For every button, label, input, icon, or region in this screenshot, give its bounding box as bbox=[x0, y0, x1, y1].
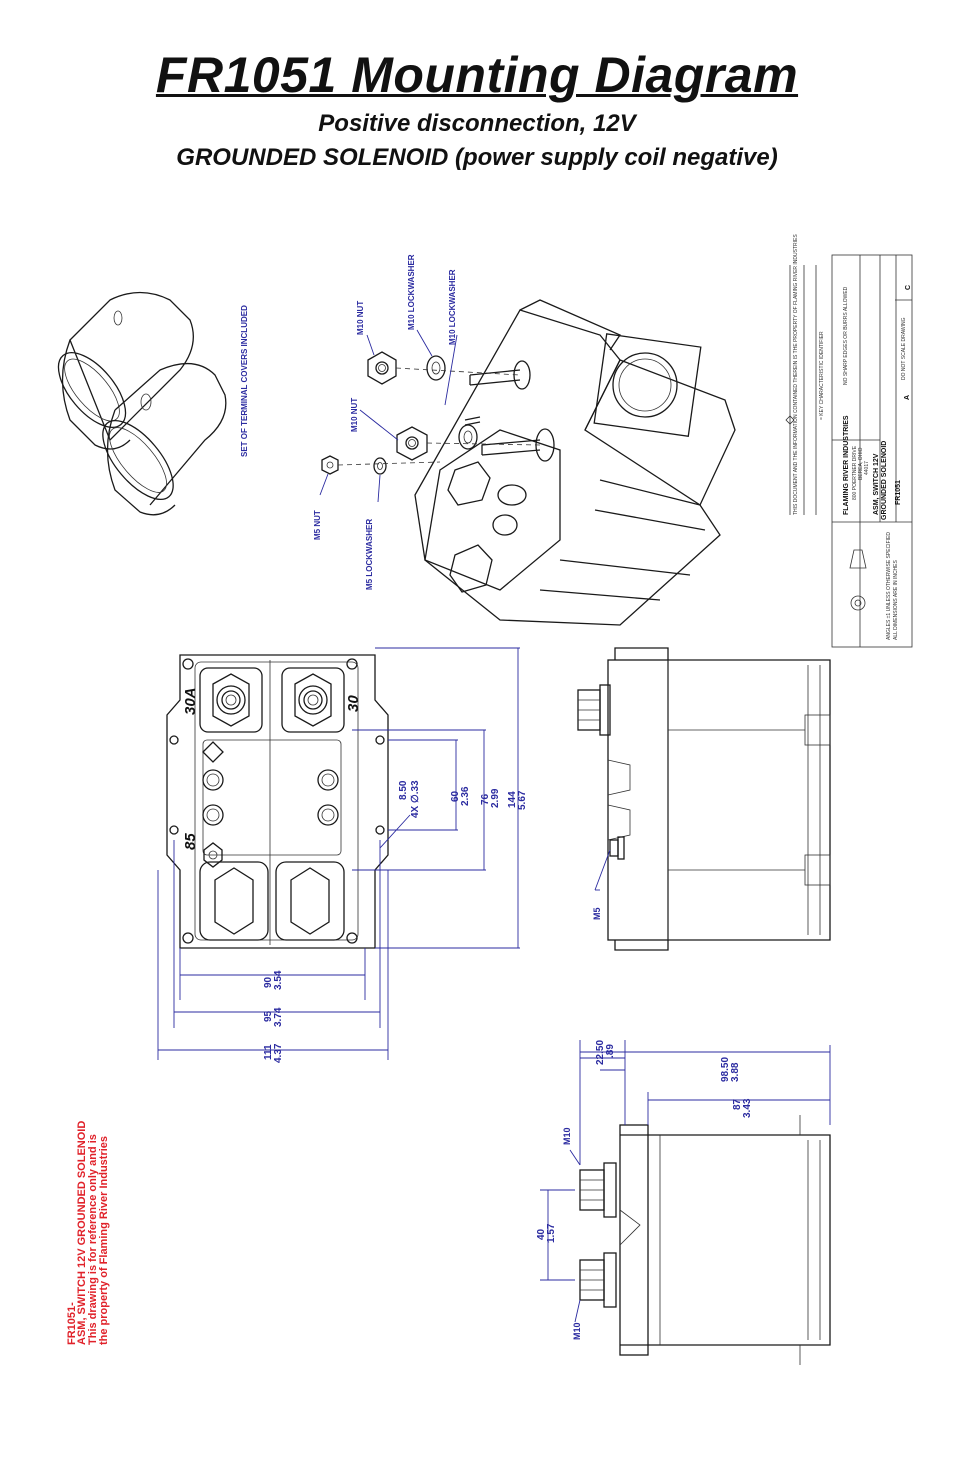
dim-hole-imperial: 4X ∅.33 bbox=[410, 780, 421, 818]
tb-dimensions-note: ALL DIMENSIONS ARE IN INCHES bbox=[893, 560, 899, 640]
page-subtitle: Positive disconnection, 12V bbox=[318, 110, 636, 137]
top-view-dimension-lines bbox=[157, 647, 520, 1060]
footer-part: FR1051- bbox=[66, 1302, 78, 1345]
terminal-30 bbox=[281, 667, 345, 733]
tb-tolerance: ANGLES ±1 UNLESS OTHERWISE SPECIFIED bbox=[886, 532, 892, 640]
dim-111-metric: 111 bbox=[263, 1044, 274, 1060]
part-label: M10 LOCKWASHER bbox=[407, 254, 416, 330]
hardware-m10-nut-upper bbox=[367, 351, 397, 385]
end-view bbox=[540, 1040, 831, 1365]
tb-address: 800 POERTNER DRIVE bbox=[852, 445, 858, 500]
tb-address: BEREA, OHIO bbox=[858, 447, 864, 480]
tb-revision: A bbox=[904, 395, 911, 400]
tb-description: ASM, SWITCH 12V bbox=[873, 453, 880, 515]
dim-40-metric: 40 bbox=[536, 1228, 547, 1240]
footer-description: ASM, SWITCH 12V GROUNDED SOLENOID bbox=[76, 1121, 88, 1345]
dim-60-metric: 60 bbox=[450, 790, 461, 802]
dim-40-imperial: 1.57 bbox=[546, 1223, 557, 1243]
side-m5-label: M5 bbox=[592, 907, 602, 920]
end-m10-label: M10 bbox=[562, 1127, 572, 1145]
tb-property: THIS DOCUMENT AND THE INFORMATION CONTAI… bbox=[793, 234, 799, 515]
part-label: M10 NUT bbox=[356, 301, 365, 335]
dim-90-metric: 90 bbox=[263, 976, 274, 988]
dim-144-metric: 144 bbox=[507, 791, 518, 808]
tb-key-note: = KEY CHARACTERISTIC IDENTIFIER bbox=[819, 331, 825, 420]
dim-22-imperial: .89 bbox=[605, 1044, 616, 1058]
page-title: FR1051 Mounting Diagram bbox=[155, 47, 799, 103]
hardware-m5-nut bbox=[321, 455, 339, 475]
dim-111-imperial: 4.37 bbox=[273, 1043, 284, 1063]
tb-no-burrs: NO SHARP EDGES OR BURRS ALLOWED bbox=[843, 286, 849, 385]
dim-98-metric: 98.50 bbox=[720, 1057, 731, 1082]
hardware-m10-nut-lower bbox=[396, 426, 428, 461]
dim-95-imperial: 3.74 bbox=[273, 1007, 284, 1027]
footer-note: This drawing is for reference only and i… bbox=[87, 1134, 99, 1345]
part-label: M10 NUT bbox=[350, 398, 359, 432]
dim-98-imperial: 3.88 bbox=[730, 1062, 741, 1082]
tb-size: C bbox=[905, 285, 912, 290]
tb-do-not-scale: DO NOT SCALE DRAWING bbox=[901, 317, 907, 380]
side-view bbox=[577, 647, 831, 951]
hardware-m5-lockwasher bbox=[373, 457, 387, 475]
dim-76-metric: 76 bbox=[480, 793, 491, 805]
terminal-label-30a: 30A bbox=[182, 687, 199, 715]
solenoid-isometric bbox=[414, 299, 736, 626]
part-label: M10 LOCKWASHER bbox=[448, 269, 457, 345]
terminal-covers bbox=[57, 291, 227, 516]
tb-part-no: FR1051 bbox=[895, 480, 902, 505]
terminal-30a bbox=[199, 667, 263, 733]
part-label: M5 LOCKWASHER bbox=[365, 519, 374, 590]
dim-144-imperial: 5.67 bbox=[517, 790, 528, 810]
dim-hole-metric: 8.50 bbox=[398, 780, 409, 800]
page-subtitle-2: GROUNDED SOLENOID (power supply coil neg… bbox=[176, 144, 778, 171]
terminal-label-85: 85 bbox=[182, 833, 199, 850]
dim-90-imperial: 3.54 bbox=[273, 970, 284, 990]
dim-95-metric: 95 bbox=[263, 1010, 274, 1022]
terminal-85 bbox=[203, 842, 223, 868]
dim-76-imperial: 2.99 bbox=[490, 788, 501, 808]
hardware-m10-lockwasher-upper bbox=[426, 355, 446, 381]
dim-87-imperial: 3.43 bbox=[742, 1098, 753, 1118]
end-m10-label-2: M10 bbox=[572, 1322, 582, 1340]
dim-60-imperial: 2.36 bbox=[460, 786, 471, 806]
part-label: M5 NUT bbox=[313, 510, 322, 540]
dim-22-metric: 22.50 bbox=[595, 1040, 606, 1065]
covers-label: SET OF TERMINAL COVERS INCLUDED bbox=[240, 305, 249, 457]
hardware-m10-lockwasher-lower bbox=[458, 424, 478, 450]
title-block: FLAMING RIVER INDUSTRIES 800 POERTNER DR… bbox=[785, 234, 913, 648]
dim-87-metric: 87 bbox=[732, 1098, 743, 1110]
terminal-label-30: 30 bbox=[345, 695, 362, 712]
footer-note-2: the property of Flaming River Industries bbox=[98, 1136, 110, 1345]
tb-address: 44017 bbox=[864, 461, 870, 475]
tb-description: GROUNDED SOLENOID bbox=[881, 441, 888, 520]
tb-company: FLAMING RIVER INDUSTRIES bbox=[843, 415, 850, 515]
